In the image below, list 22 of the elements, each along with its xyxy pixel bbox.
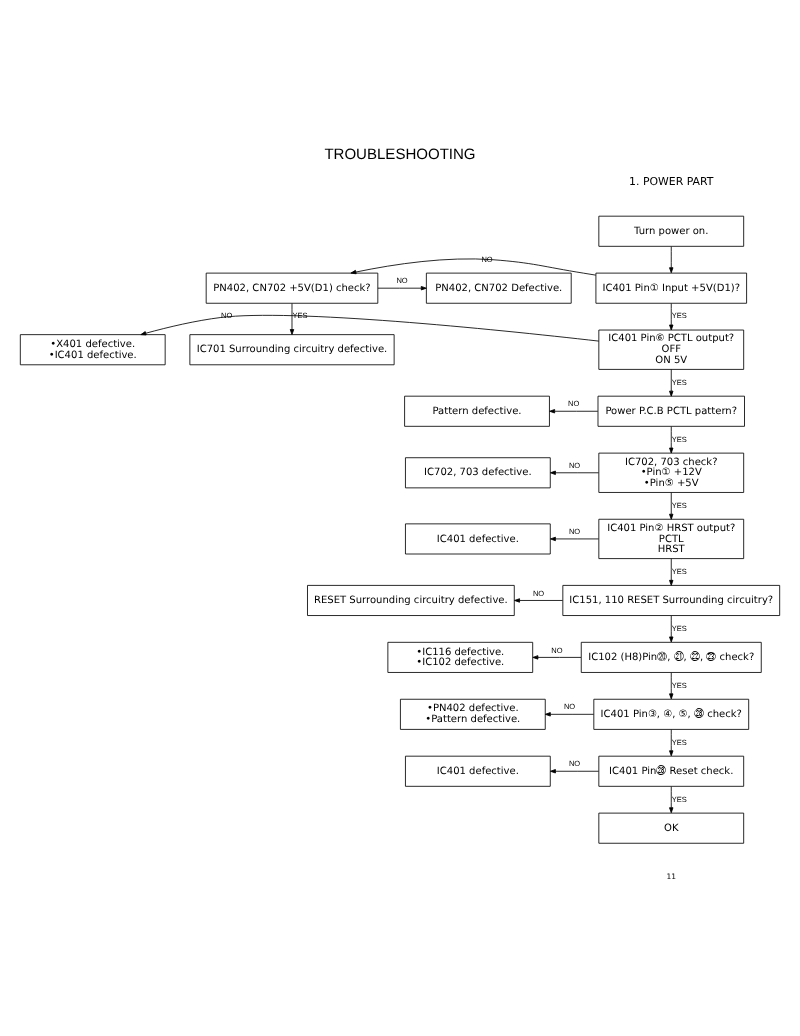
arrow xyxy=(532,655,582,660)
arrow xyxy=(550,769,600,774)
arrow xyxy=(350,258,597,276)
arrow xyxy=(669,492,674,520)
arrow xyxy=(550,470,600,475)
arrow xyxy=(550,536,600,542)
arrow xyxy=(544,712,595,717)
arrow xyxy=(514,598,564,603)
arrow xyxy=(669,246,674,274)
arrow xyxy=(669,615,674,643)
arrow xyxy=(549,409,599,414)
diagram-title: TROUBLESHOOTING xyxy=(324,144,476,163)
arrow xyxy=(669,426,674,454)
arrow xyxy=(140,314,600,342)
arrow xyxy=(669,558,674,586)
arrow xyxy=(377,286,427,291)
arrow xyxy=(669,729,674,757)
arrow xyxy=(669,303,674,331)
arrow xyxy=(289,303,295,335)
arrow xyxy=(669,672,674,700)
arrow xyxy=(669,786,674,814)
arrow xyxy=(669,369,674,397)
